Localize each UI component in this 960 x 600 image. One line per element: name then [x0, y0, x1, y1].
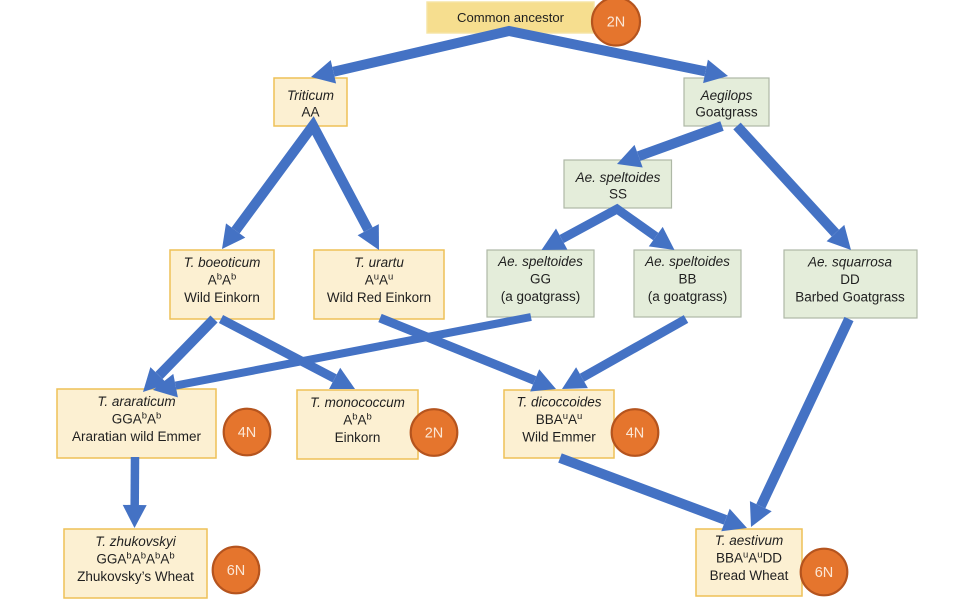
svg-text:Goatgrass: Goatgrass	[695, 105, 758, 120]
svg-text:AuAu: AuAu	[365, 272, 394, 288]
svg-text:SS: SS	[609, 187, 627, 202]
svg-text:2N: 2N	[425, 425, 444, 441]
svg-text:Barbed Goatgrass: Barbed Goatgrass	[795, 289, 905, 304]
svg-text:BBAuAu: BBAuAu	[536, 411, 583, 427]
svg-text:(a goatgrass): (a goatgrass)	[501, 289, 581, 304]
svg-text:4N: 4N	[626, 425, 645, 441]
svg-text:T. zhukovskyi: T. zhukovskyi	[95, 534, 177, 549]
svg-text:T. monococcum: T. monococcum	[310, 395, 405, 410]
svg-text:Ae. speltoides: Ae. speltoides	[644, 254, 730, 269]
svg-text:T. boeoticum: T. boeoticum	[184, 255, 261, 270]
svg-text:T. dicoccoides: T. dicoccoides	[516, 395, 601, 410]
svg-text:Zhukovsky’s Wheat: Zhukovsky’s Wheat	[77, 569, 194, 584]
svg-text:Ae. speltoides: Ae. speltoides	[575, 170, 661, 185]
svg-text:Wild Emmer: Wild Emmer	[522, 429, 596, 444]
svg-text:Ae. squarrosa: Ae. squarrosa	[807, 255, 893, 270]
svg-text:Araratian wild Emmer: Araratian wild Emmer	[72, 429, 202, 444]
svg-text:2N: 2N	[607, 14, 626, 30]
svg-text:Bread Wheat: Bread Wheat	[710, 568, 789, 583]
svg-text:GG: GG	[530, 272, 551, 287]
svg-text:Triticum: Triticum	[287, 88, 334, 103]
svg-text:T. araraticum: T. araraticum	[97, 394, 175, 409]
svg-text:6N: 6N	[815, 565, 834, 581]
svg-text:Aegilops: Aegilops	[700, 88, 753, 103]
svg-text:Wild Red Einkorn: Wild Red Einkorn	[327, 290, 431, 305]
svg-text:BB: BB	[678, 272, 696, 287]
svg-text:4N: 4N	[238, 425, 257, 441]
svg-text:6N: 6N	[227, 563, 246, 579]
svg-text:T. urartu: T. urartu	[354, 255, 404, 270]
svg-text:Ae. speltoides: Ae. speltoides	[497, 254, 583, 269]
svg-text:(a goatgrass): (a goatgrass)	[648, 289, 728, 304]
svg-text:DD: DD	[840, 272, 860, 287]
svg-text:AbAb: AbAb	[343, 412, 372, 428]
svg-text:GGAbAbAbAb: GGAbAbAbAb	[96, 551, 174, 567]
svg-text:AA: AA	[301, 105, 319, 120]
svg-text:T. aestivum: T. aestivum	[715, 533, 784, 548]
svg-text:GGAbAb: GGAbAb	[112, 411, 162, 427]
svg-text:BBAuAuDD: BBAuAuDD	[716, 550, 782, 566]
svg-text:AbAb: AbAb	[208, 272, 237, 288]
svg-text:Einkorn: Einkorn	[335, 430, 381, 445]
svg-text:Common ancestor: Common ancestor	[457, 10, 565, 25]
svg-text:Wild Einkorn: Wild Einkorn	[184, 290, 260, 305]
